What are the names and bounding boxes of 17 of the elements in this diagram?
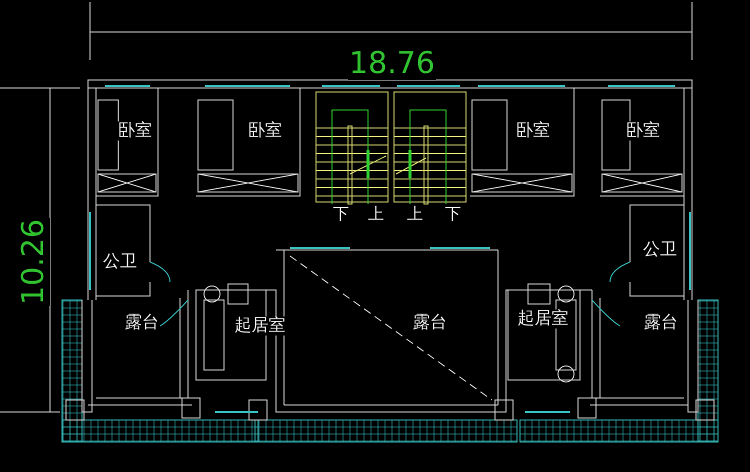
room-label: 露台 (124, 314, 160, 332)
stair-label: 下 (332, 205, 350, 223)
room-label: 露台 (412, 314, 448, 332)
room-label: 露台 (643, 314, 679, 332)
dimension-label: 18.76 (348, 48, 436, 80)
room-label: 公卫 (642, 240, 678, 260)
room-label: 卧室 (625, 122, 661, 140)
room-label: 卧室 (117, 122, 153, 140)
room-label: 起居室 (234, 316, 286, 336)
room-label: 公卫 (102, 252, 138, 272)
room-label: 卧室 (515, 122, 551, 140)
room-label: 卧室 (247, 122, 283, 140)
stair-label: 上 (367, 205, 385, 223)
room-label: 起居室 (516, 310, 570, 328)
stair-label: 上 (406, 205, 424, 223)
dimension-label: 10.26 (18, 218, 50, 306)
stair-label: 下 (444, 205, 462, 223)
